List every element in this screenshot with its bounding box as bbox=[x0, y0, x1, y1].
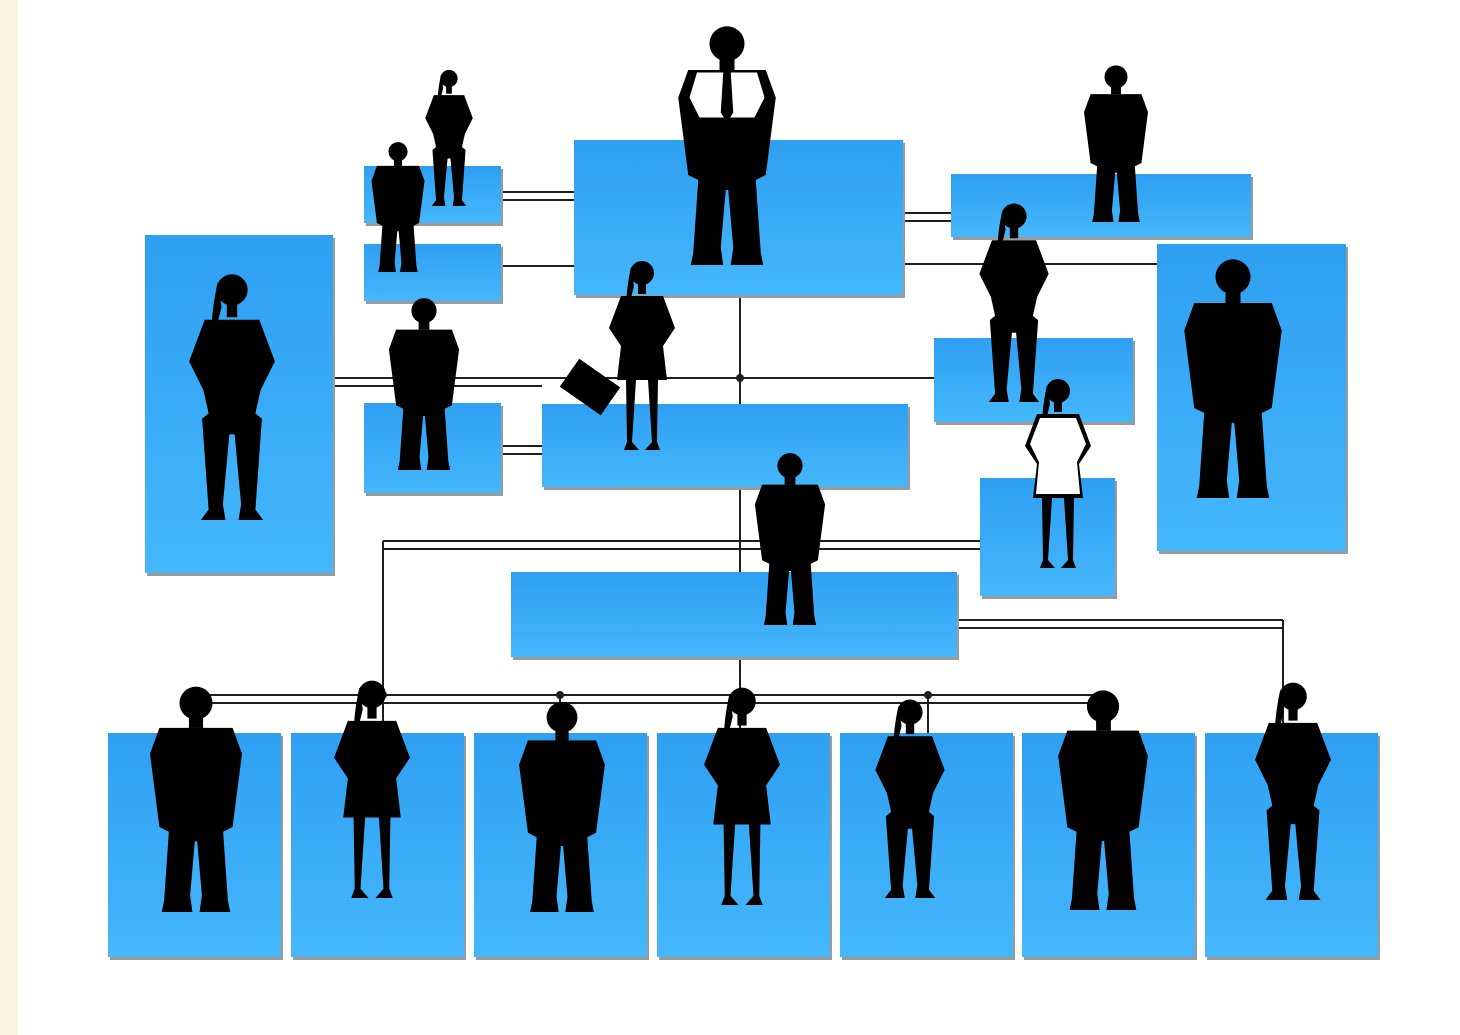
person-woman-white-suit-icon bbox=[1025, 379, 1091, 568]
people-silhouettes bbox=[149, 26, 1331, 912]
box-upper-left-2 bbox=[364, 244, 503, 304]
connector-junction-4 bbox=[924, 691, 932, 699]
box-mid-center bbox=[542, 404, 910, 490]
org-chart-canvas bbox=[18, 0, 1460, 1035]
box-bottom-7 bbox=[1205, 733, 1380, 960]
box-lower-center bbox=[511, 572, 959, 660]
connector-junction-1 bbox=[736, 374, 744, 382]
briefcase-icon bbox=[559, 358, 621, 416]
connector-junction-5 bbox=[556, 691, 564, 699]
org-chart-diagram bbox=[108, 26, 1380, 960]
person-executive-icon bbox=[678, 26, 776, 265]
